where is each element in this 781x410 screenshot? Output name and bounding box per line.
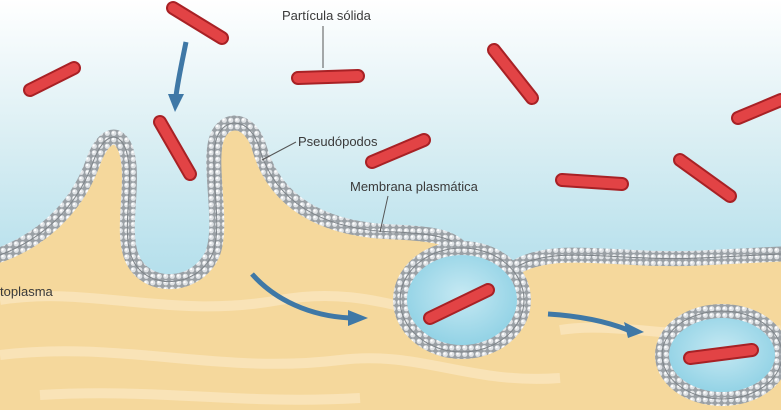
particle	[673, 153, 737, 203]
particle	[365, 133, 431, 169]
label-cytoplasm: toplasma	[0, 284, 54, 299]
particle	[153, 115, 197, 181]
right-arrow-icon	[547, 311, 644, 338]
particle	[731, 93, 781, 125]
down-arrow-icon	[168, 41, 189, 112]
particle	[487, 43, 539, 105]
leader-lines	[261, 26, 389, 233]
particle	[166, 1, 229, 45]
particle	[23, 61, 81, 97]
label-membrane: Membrana plasmática	[350, 179, 479, 194]
cytoplasm	[0, 123, 781, 410]
particle	[423, 283, 495, 325]
particles	[23, 1, 781, 365]
particle	[291, 69, 365, 85]
particle	[683, 343, 759, 365]
label-pseudopods: Pseudópodos	[298, 134, 378, 149]
membrane-inner-line	[0, 122, 781, 283]
right-arrow-icon	[250, 272, 368, 326]
label-particle: Partícula sólida	[282, 8, 372, 23]
particle	[555, 173, 629, 191]
